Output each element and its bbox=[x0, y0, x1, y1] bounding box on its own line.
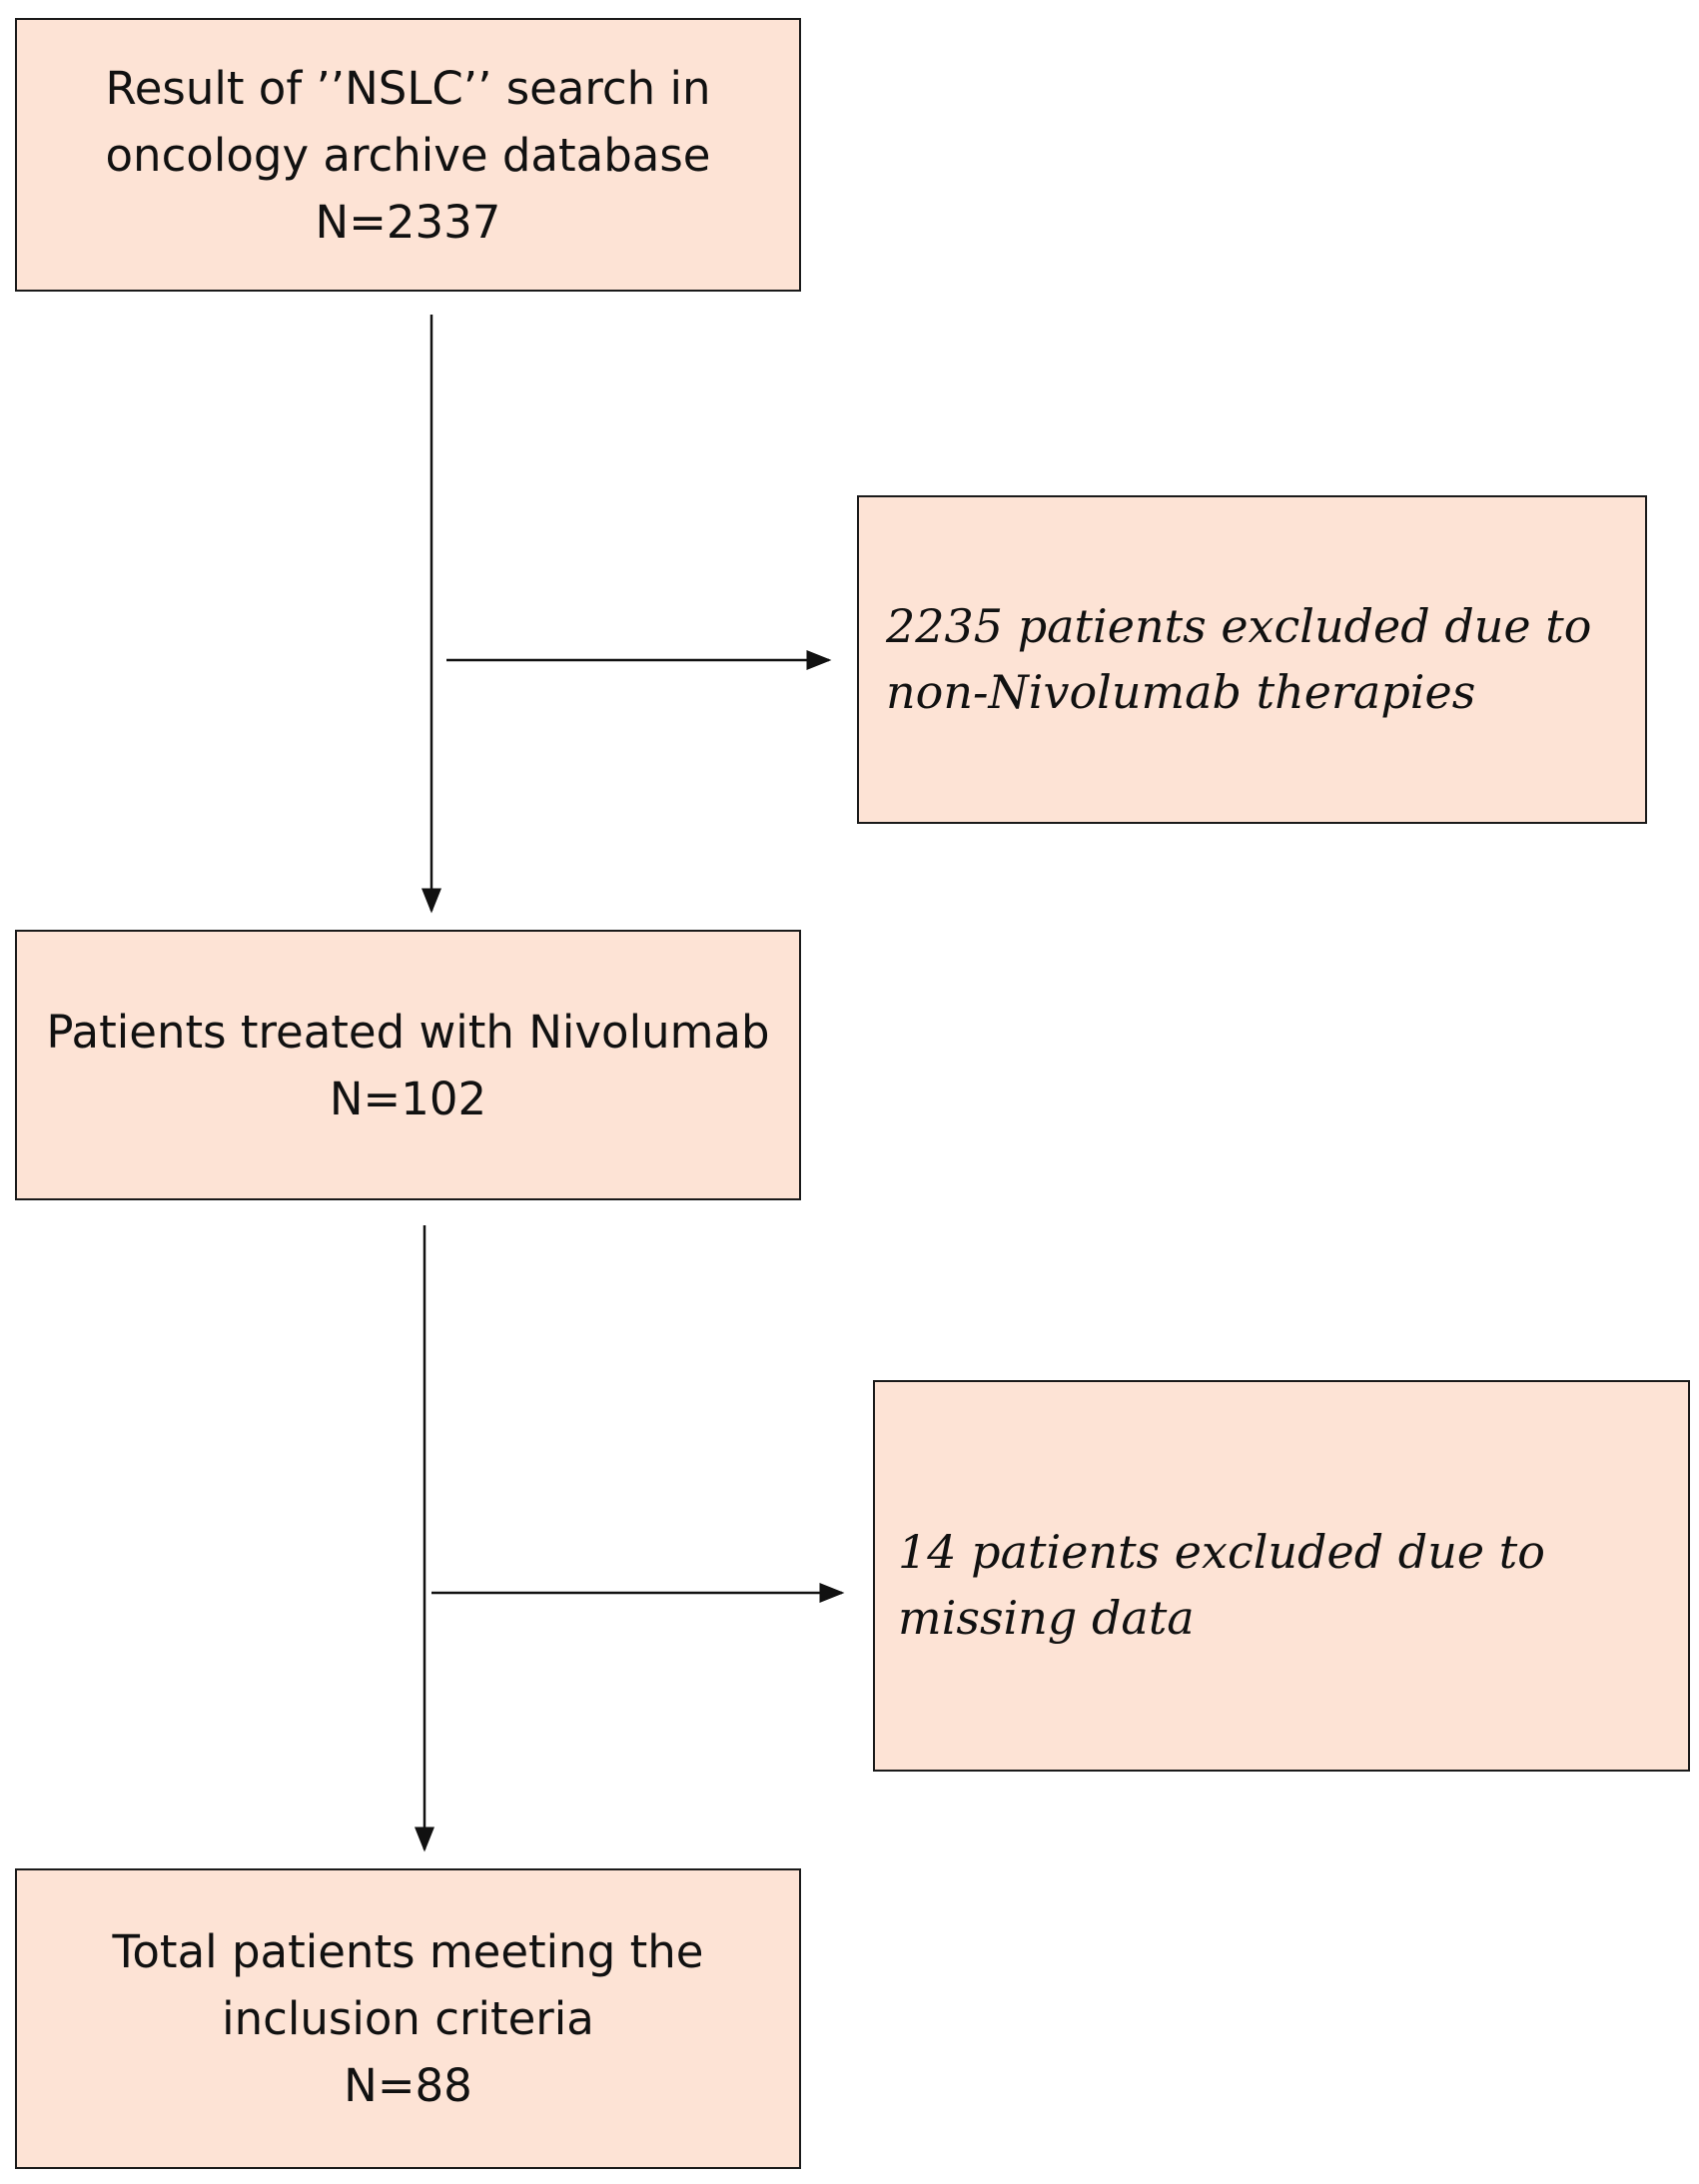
exclusion-2-line-2: missing data bbox=[898, 1591, 1195, 1645]
search-result-count: N=2337 bbox=[315, 195, 501, 249]
total-patients-line-1: Total patients meeting the bbox=[112, 1925, 704, 1978]
exclusion-box-non-nivolumab: 2235 patients excluded due to non-Nivolu… bbox=[857, 495, 1647, 824]
search-result-box: Result of ’’NSLC’’ search in oncology ar… bbox=[15, 18, 801, 292]
search-result-line-2: oncology archive database bbox=[105, 128, 711, 182]
exclusion-1-line-2: non-Nivolumab therapies bbox=[886, 665, 1476, 719]
total-patients-count: N=88 bbox=[344, 2059, 472, 2112]
total-patients-line-2: inclusion criteria bbox=[222, 1992, 594, 2045]
nivolumab-patients-box: Patients treated with Nivolumab N=102 bbox=[15, 930, 801, 1200]
exclusion-2-line-1: 14 patients excluded due to bbox=[898, 1525, 1545, 1579]
exclusion-box-missing-data: 14 patients excluded due to missing data bbox=[873, 1380, 1690, 1772]
total-patients-box: Total patients meeting the inclusion cri… bbox=[15, 1868, 801, 2169]
nivolumab-patients-count: N=102 bbox=[329, 1072, 487, 1125]
search-result-line-1: Result of ’’NSLC’’ search in bbox=[105, 61, 711, 115]
nivolumab-patients-line-1: Patients treated with Nivolumab bbox=[46, 1005, 770, 1059]
exclusion-1-line-1: 2235 patients excluded due to bbox=[886, 599, 1592, 653]
